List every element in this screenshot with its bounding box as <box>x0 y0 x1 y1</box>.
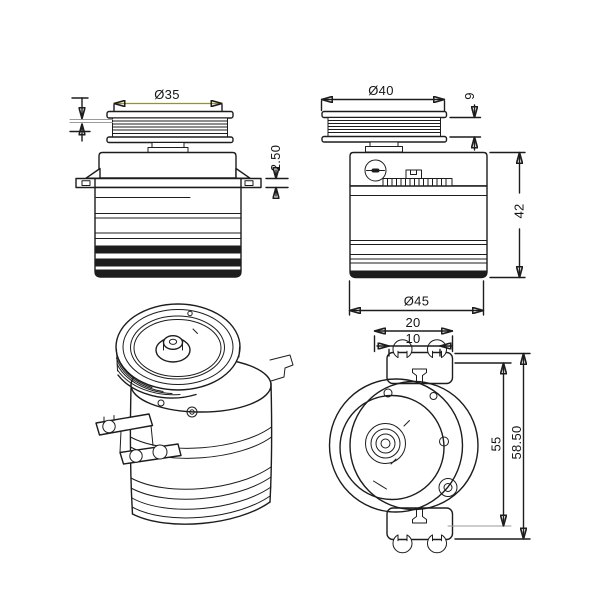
iso-pulley <box>115 303 241 399</box>
front-rib-band <box>94 258 242 267</box>
dim-label-bottom-overall: 58.50 <box>509 425 524 459</box>
front-pulley <box>69 110 234 154</box>
bracket-notch <box>412 368 427 384</box>
index-notch <box>405 169 422 179</box>
dim-side-pulley-diameter: Ø40 <box>320 83 446 112</box>
iso-tab-right <box>269 354 294 382</box>
dim-label-front-pulley-diameter: Ø35 <box>154 87 179 102</box>
bottom-view: 20 10 55 58.50 <box>328 315 531 554</box>
dim-label-bottom-slot-span: 20 <box>405 315 420 330</box>
front-gusset-left <box>85 167 101 179</box>
front-gusset-right <box>235 167 251 179</box>
iso-mount-tabs-left <box>95 399 198 465</box>
dim-label-bottom-hole-spacing: 55 <box>489 436 504 451</box>
body-circle <box>328 378 464 513</box>
front-view: Ø35 2.50 <box>69 87 289 278</box>
side-pulley <box>321 110 448 153</box>
dim-bottom-hole-spacing: 55 <box>447 362 512 527</box>
dim-label-side-pulley-diameter: Ø40 <box>368 83 393 98</box>
keyhole-slot <box>392 339 413 359</box>
front-rib-band <box>94 269 242 278</box>
dim-side-pulley-height: 9 <box>449 92 482 151</box>
dim-front-pulley-diameter: Ø35 <box>113 87 223 112</box>
dim-label-front-flange-thickness: 2.50 <box>268 145 283 172</box>
dim-front-groove <box>69 97 91 142</box>
side-view: Ø40 9 42 Ø45 <box>320 83 527 316</box>
bottom-bracket-top <box>386 339 454 385</box>
pulley-circle <box>339 394 445 501</box>
side-rib-band <box>350 270 487 278</box>
front-body <box>75 151 262 278</box>
dim-label-side-body-diameter: Ø45 <box>404 294 429 309</box>
iso-hub <box>155 335 191 363</box>
dim-label-side-body-height: 42 <box>512 203 527 218</box>
bottom-bracket-bottom <box>386 507 454 554</box>
dim-bottom-slot-span: 20 <box>373 315 454 353</box>
isometric-view <box>95 303 294 525</box>
shaft-center <box>380 438 391 449</box>
adjuster-screw <box>364 159 387 182</box>
keyhole-slot <box>392 534 413 554</box>
dim-label-bottom-slot-width: 10 <box>405 331 420 346</box>
dim-bottom-overall: 58.50 <box>454 352 531 540</box>
dim-side-body-height: 42 <box>489 151 527 279</box>
dim-side-body-diameter: Ø45 <box>348 280 485 316</box>
dim-label-side-pulley-height: 9 <box>462 92 477 100</box>
dim-front-flange-thickness: 2.50 <box>265 145 289 196</box>
keyhole-slot <box>427 534 447 554</box>
side-body <box>349 151 488 279</box>
scale-ribs <box>382 178 453 187</box>
bottom-screw <box>438 478 458 497</box>
front-rib-band <box>94 245 242 254</box>
bottom-circles <box>328 378 479 513</box>
dim-bottom-slot-width: 10 <box>376 331 453 357</box>
